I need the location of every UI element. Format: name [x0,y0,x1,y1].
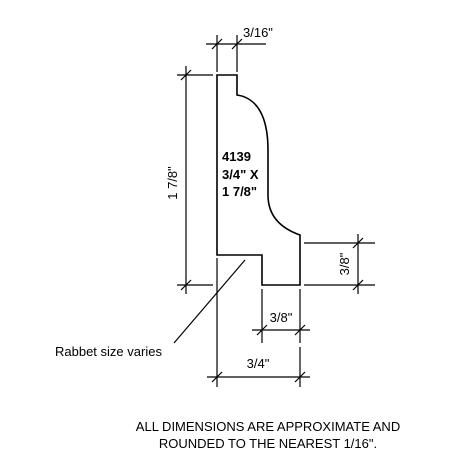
rabbet-width-dimension: 3/8" [252,289,310,343]
footer-note-line2: ROUNDED TO THE NEAREST 1/16". [159,436,377,451]
height-label: 1 7/8" [165,166,180,200]
rabbet-leader-line [173,259,246,344]
overall-width-dimension: 3/4" [207,258,310,387]
footer-note-line1: ALL DIMENSIONS ARE APPROXIMATE AND [136,419,400,434]
top-width-dimension: 3/16" [206,25,273,72]
part-size-line1: 3/4" X [222,167,259,182]
part-number: 4139 [222,149,251,164]
rabbet-width-label: 3/8" [270,310,293,325]
top-width-label: 3/16" [243,25,273,40]
molding-profile-outline [216,74,301,286]
right-height-dimension: 3/8" [304,234,375,294]
right-height-label: 3/8" [337,252,352,275]
part-size-line2: 1 7/8" [222,184,257,199]
overall-width-label: 3/4" [247,356,270,371]
rabbet-size-note: Rabbet size varies [55,344,162,359]
height-dimension: 1 7/8" [165,66,213,294]
